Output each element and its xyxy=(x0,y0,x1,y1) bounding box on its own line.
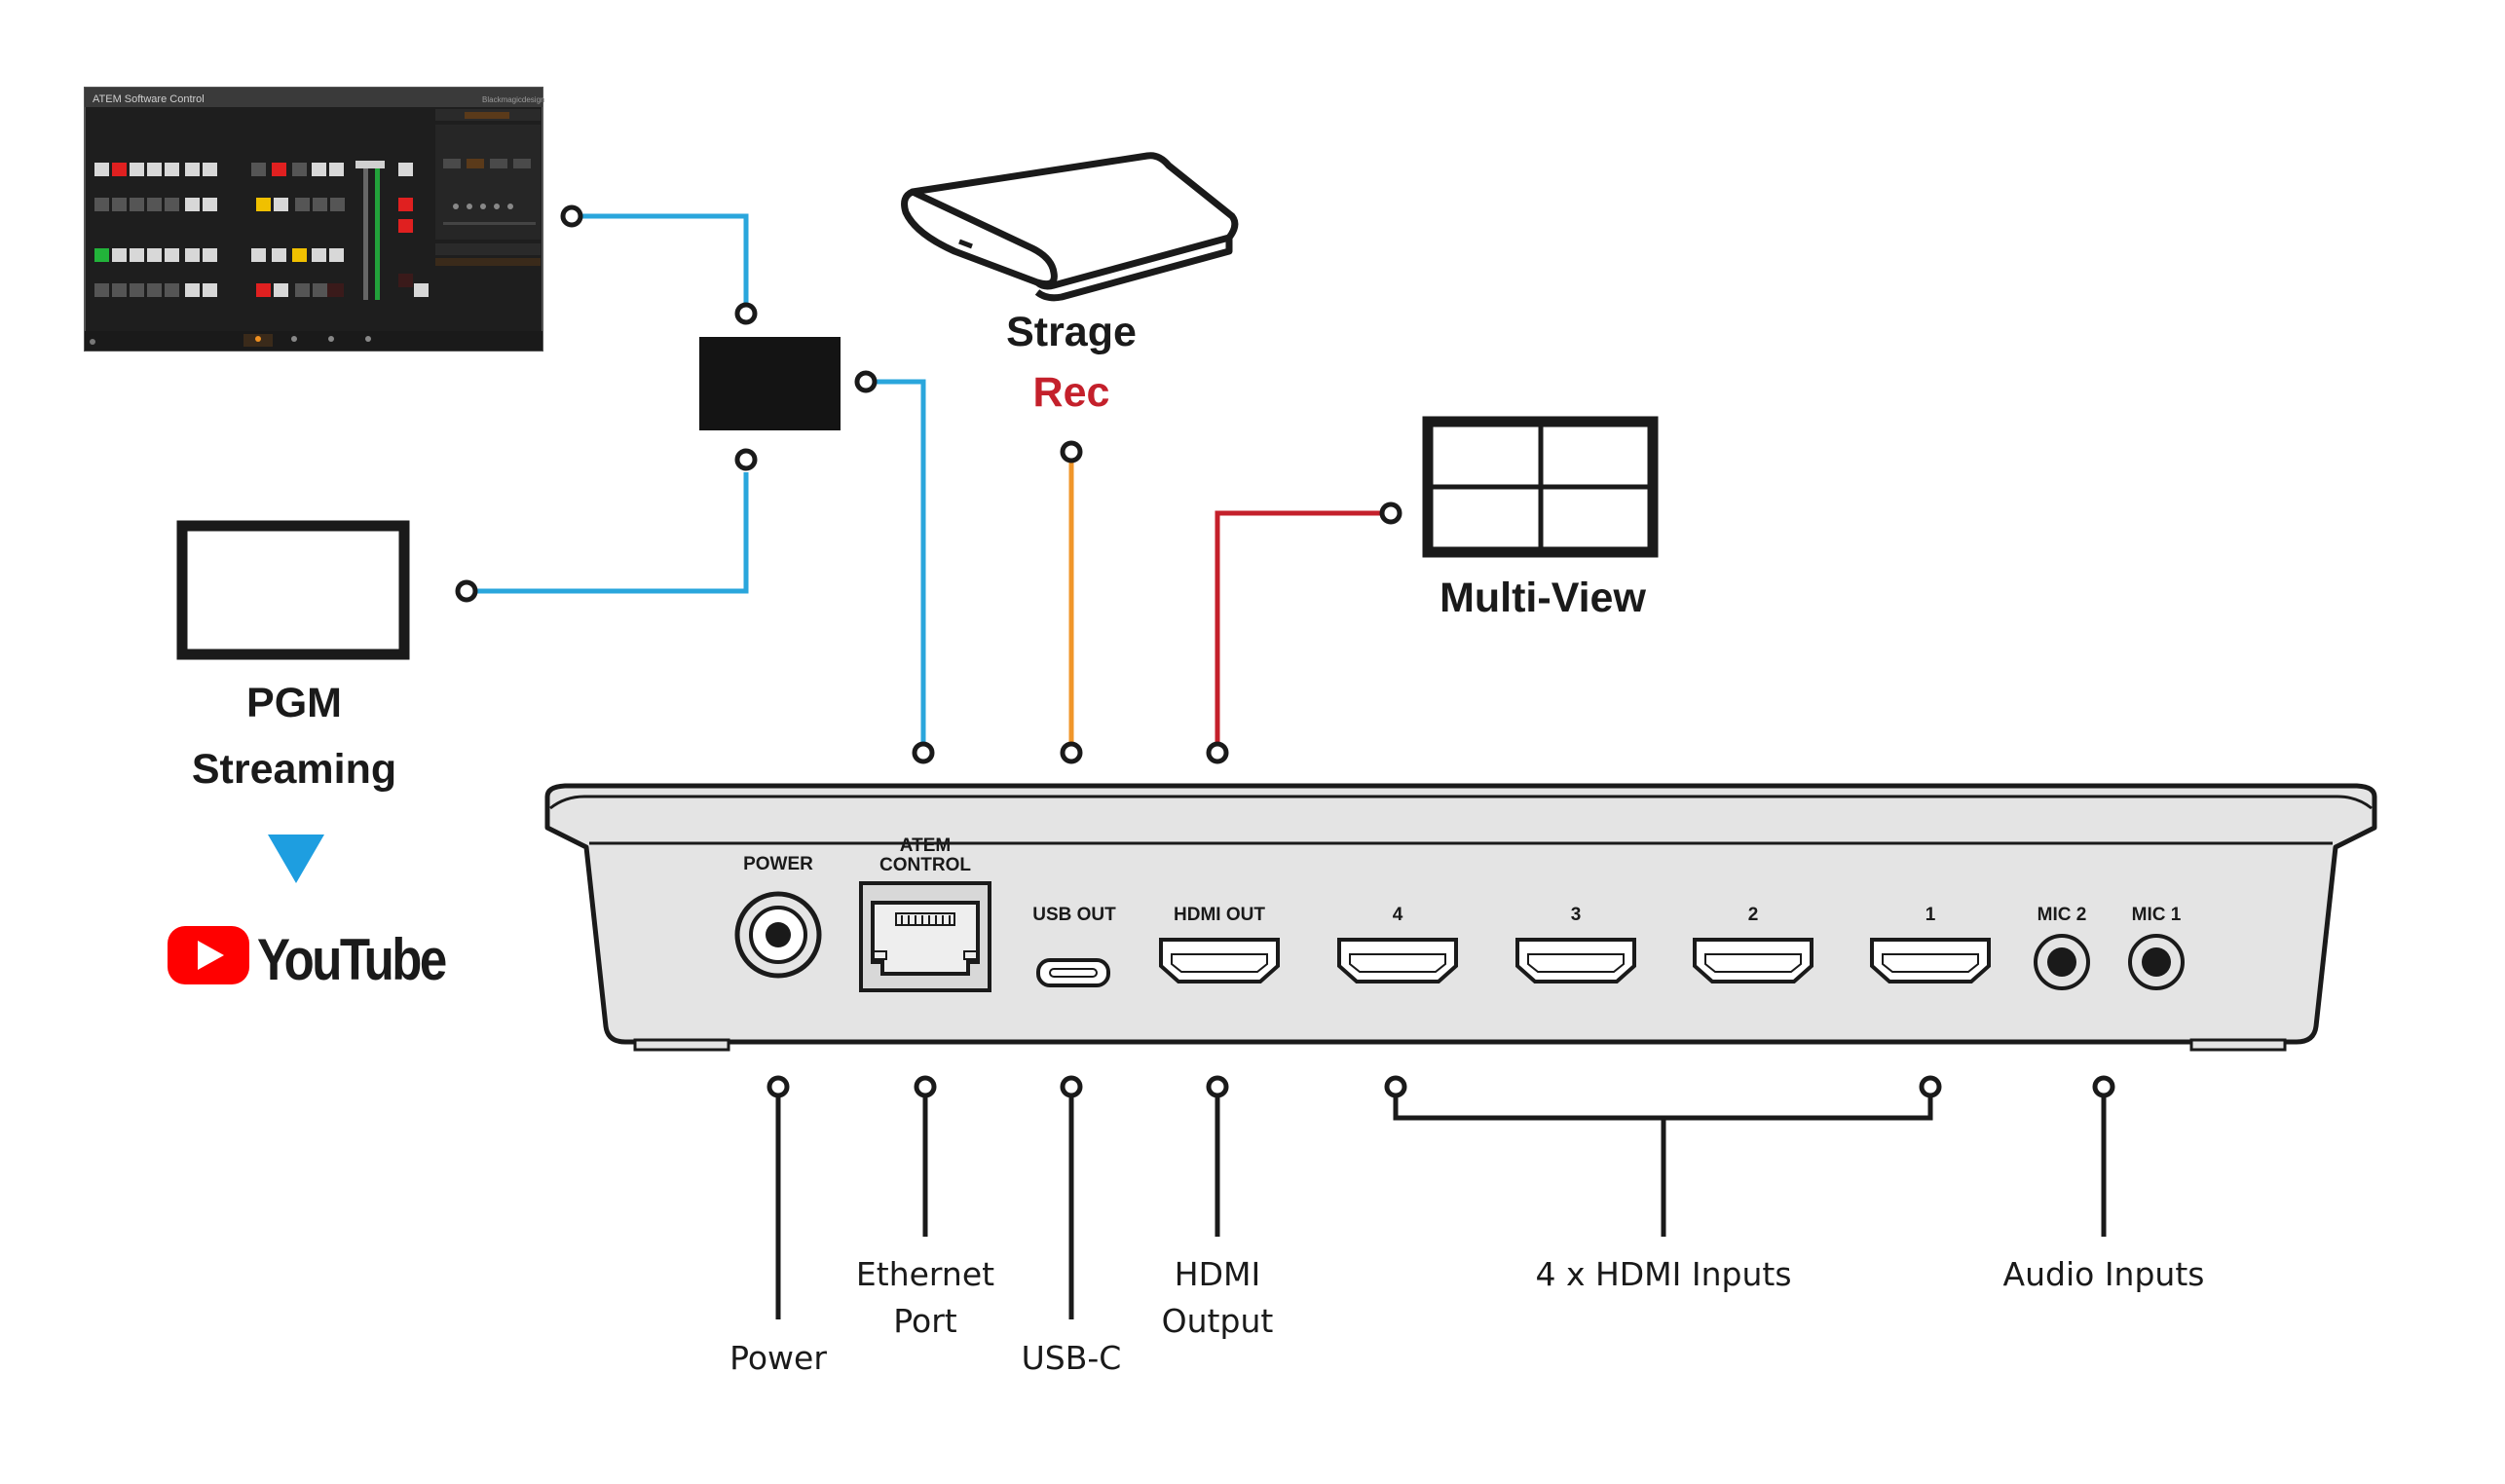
callout-audio-inputs: Audio Inputs xyxy=(2003,1255,2205,1293)
port-label-usb-out: USB OUT xyxy=(1032,905,1116,925)
callout-labels: Power Ethernet Port USB-C HDMI Output 4 … xyxy=(729,1255,2204,1377)
hdmi-out-port xyxy=(1159,938,1280,983)
mic-ports xyxy=(2034,934,2185,990)
streaming-down-arrow xyxy=(268,835,324,883)
endpoint-multiview xyxy=(1379,501,1402,525)
port-label-mic2: MIC 2 xyxy=(2038,905,2087,925)
callout-ethernet-line1: Ethernet xyxy=(856,1255,994,1293)
pgm-monitor-icon xyxy=(176,520,410,660)
usb-c-port xyxy=(1036,958,1110,987)
software-brand: Blackmagicdesign xyxy=(482,95,544,104)
storage-rec: Rec xyxy=(1033,369,1110,416)
preview-bus xyxy=(94,248,217,297)
ethernet-port xyxy=(859,881,991,992)
endpoint-switch-bottom xyxy=(734,448,758,471)
streaming-label: Streaming xyxy=(192,746,396,793)
multiview-quad-monitor-icon xyxy=(1422,416,1659,558)
port-label-mic1: MIC 1 xyxy=(2132,905,2182,925)
connection-lines xyxy=(475,213,1380,742)
mic2-jack xyxy=(2034,934,2090,990)
network-switch-box xyxy=(699,337,841,430)
connection-endpoints xyxy=(455,204,1402,764)
callout-power: Power xyxy=(729,1339,827,1377)
hdmi-ports xyxy=(1159,938,1991,983)
callout-usb: USB-C xyxy=(1022,1339,1122,1377)
port-label-in1: 1 xyxy=(1925,905,1936,925)
hdmi-in4-port xyxy=(1337,938,1458,983)
port-label-power: POWER xyxy=(743,854,813,874)
callout-ethernet-line2: Port xyxy=(893,1302,956,1340)
port-label-in4: 4 xyxy=(1393,905,1403,925)
callout-hdmi-inputs: 4 x HDMI Inputs xyxy=(1535,1255,1791,1293)
port-labels: POWER ATEM CONTROL USB OUT HDMI OUT 4 3 … xyxy=(743,835,2182,925)
hdmi-in3-port xyxy=(1515,938,1636,983)
endpoint-hdmi-out-top xyxy=(1206,741,1229,764)
port-label-atem-1: ATEM xyxy=(900,835,951,856)
port-label-atem-2: CONTROL xyxy=(879,855,971,875)
mic1-jack xyxy=(2128,934,2185,990)
line-switch-to-pgm xyxy=(475,472,749,594)
youtube-play-triangle xyxy=(198,941,224,970)
endpoint-storage xyxy=(1060,440,1083,464)
program-bus xyxy=(94,163,217,211)
endpoint-usb-top xyxy=(1060,741,1083,764)
portable-ssd-icon xyxy=(901,152,1239,302)
storage-title: Strage xyxy=(1006,309,1137,355)
port-label-in2: 2 xyxy=(1748,905,1759,925)
atem-mini-back-panel xyxy=(544,783,2377,1052)
line-software-to-switch xyxy=(582,213,749,306)
callout-lines xyxy=(775,1095,2107,1319)
youtube-logo: YouTube xyxy=(168,926,449,992)
line-hdmi-to-multiview xyxy=(1215,510,1380,742)
endpoint-pgm xyxy=(455,579,478,603)
hdmi-in2-port xyxy=(1693,938,1813,983)
endpoint-ethernet-top xyxy=(912,741,935,764)
node-labels: Strage Rec PGM Streaming Multi-View xyxy=(192,309,1647,793)
t-bar-fader xyxy=(355,161,429,300)
transition-controls xyxy=(251,163,345,297)
youtube-wordmark: YouTube xyxy=(257,927,446,992)
endpoint-switch-top xyxy=(734,302,758,325)
software-bottom-toolbar xyxy=(85,331,542,351)
endpoint-software xyxy=(560,204,583,228)
media-player-panel xyxy=(435,109,541,266)
callout-hdmi-line1: HDMI xyxy=(1175,1255,1260,1293)
software-window-title: ATEM Software Control xyxy=(93,93,205,105)
pgm-label: PGM xyxy=(246,680,342,726)
callout-hdmi-line2: Output xyxy=(1162,1302,1274,1340)
line-switch-to-ethernet xyxy=(875,379,926,742)
port-label-hdmi-out: HDMI OUT xyxy=(1174,905,1265,925)
power-port xyxy=(734,891,822,979)
hdmi-in1-port xyxy=(1870,938,1991,983)
port-label-in3: 3 xyxy=(1571,905,1582,925)
callout-endpoints xyxy=(766,1075,2115,1098)
multiview-label: Multi-View xyxy=(1439,575,1646,621)
atem-software-control-screen: ATEM Software Control Blackmagicdesign xyxy=(84,87,544,352)
endpoint-switch-right xyxy=(854,370,878,393)
